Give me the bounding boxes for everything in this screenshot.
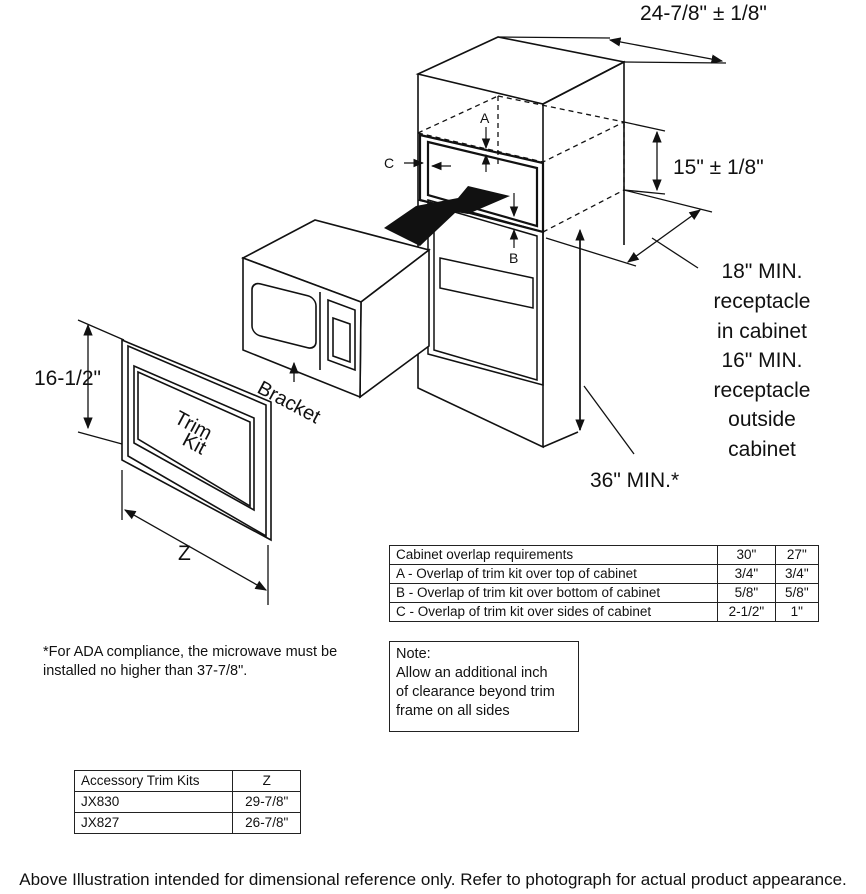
microwave: [241, 219, 431, 399]
table-cell: 1": [774, 602, 820, 622]
wall-cabinet: [415, 36, 627, 449]
ada-note-line: installed no higher than 37-7/8".: [43, 663, 248, 679]
table-row: JX830 29-7/8": [73, 791, 301, 813]
receptacle-line-6: outside: [728, 408, 796, 431]
clearance-note: Note: Allow an additional inch of cleara…: [389, 641, 579, 732]
oven-panel: [427, 199, 544, 386]
table-row: JX827 26-7/8": [73, 812, 301, 834]
receptacle-line-5: receptacle: [714, 379, 811, 402]
table-header-row: Cabinet overlap requirements 30" 27": [388, 545, 820, 565]
table-header-cell: 30": [717, 545, 776, 565]
table-header-cell: Accessory Trim Kits: [73, 770, 234, 792]
receptacle-note: 18" MIN. receptacle in cabinet 16" MIN. …: [714, 260, 811, 461]
table-cell: A - Overlap of trim kit over top of cabi…: [388, 564, 719, 584]
dimension-lines: [77, 36, 727, 605]
callout-a-label: A: [480, 110, 490, 126]
note-line: Allow an additional inch: [396, 665, 548, 681]
ada-compliance-note: *For ADA compliance, the microwave must …: [43, 643, 373, 681]
note-line: of clearance beyond trim: [396, 684, 555, 700]
table-header-cell: Z: [232, 770, 301, 792]
table-cell: 5/8": [717, 583, 776, 603]
receptacle-line-3: in cabinet: [717, 320, 807, 343]
callout-b-label: B: [509, 250, 518, 266]
floor-height-label: 36" MIN.*: [590, 469, 679, 492]
table-cell: C - Overlap of trim kit over sides of ca…: [388, 602, 719, 622]
table-header-cell: 27": [774, 545, 820, 565]
table-cell: 3/4": [774, 564, 820, 584]
callout-c-label: C: [384, 155, 394, 171]
receptacle-line-7: cabinet: [728, 438, 796, 461]
table-row: A - Overlap of trim kit over top of cabi…: [388, 564, 820, 584]
table-header-cell: Cabinet overlap requirements: [388, 545, 719, 565]
footer-disclaimer: Above Illustration intended for dimensio…: [19, 870, 847, 889]
trim-kit: [121, 338, 272, 542]
trim-width-label: Z: [178, 542, 191, 565]
trim-height-label: 16-1/2": [34, 367, 101, 390]
note-line: frame on all sides: [396, 703, 510, 719]
insertion-arrow: [384, 186, 510, 246]
receptacle-line-1: 18" MIN.: [722, 260, 803, 283]
table-row: B - Overlap of trim kit over bottom of c…: [388, 583, 820, 603]
table-cell: JX827: [73, 812, 234, 834]
note-title: Note:: [396, 646, 431, 662]
overlap-callouts: [404, 127, 519, 248]
table-cell: 2-1/2": [717, 602, 776, 622]
table-cell: 29-7/8": [232, 791, 301, 813]
table-cell: B - Overlap of trim kit over bottom of c…: [388, 583, 719, 603]
cabinet-overlap-table: Cabinet overlap requirements 30" 27" A -…: [388, 545, 820, 622]
table-cell: 5/8": [774, 583, 820, 603]
receptacle-line-4: 16" MIN.: [722, 349, 803, 372]
table-cell: JX830: [73, 791, 234, 813]
ada-note-line: *For ADA compliance, the microwave must …: [43, 644, 338, 660]
opening-height-label: 15" ± 1/8": [673, 156, 764, 179]
table-row: C - Overlap of trim kit over sides of ca…: [388, 602, 820, 622]
table-cell: 3/4": [717, 564, 776, 584]
depth-dimension-label: 24-7/8" ± 1/8": [640, 2, 767, 25]
table-header-row: Accessory Trim Kits Z: [73, 770, 301, 792]
receptacle-line-2: receptacle: [714, 290, 811, 313]
accessory-trim-kit-table: Accessory Trim Kits Z JX830 29-7/8" JX82…: [73, 770, 301, 834]
table-cell: 26-7/8": [232, 812, 301, 834]
